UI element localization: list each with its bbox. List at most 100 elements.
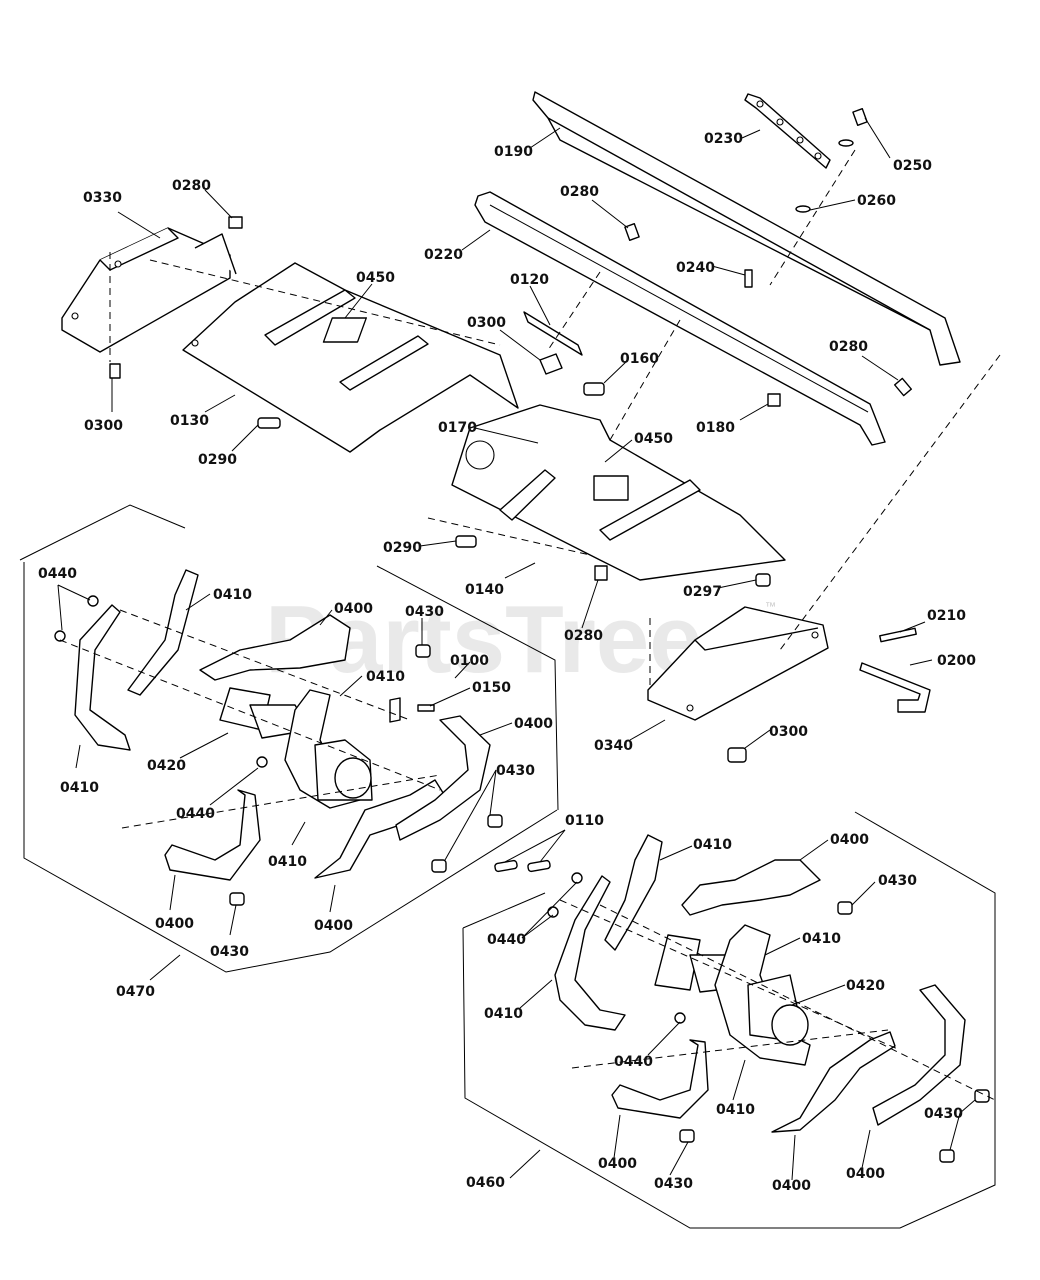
callout-0300: 0300 [84,418,123,434]
part-0210-pin [879,627,917,643]
part-0430-bolt-e [837,901,853,915]
part-0400-tine-e [681,859,821,916]
part-0120-spring-pin [523,311,583,356]
part-0340-right-side-plate [647,606,829,721]
callout-0430: 0430 [878,873,917,889]
part-0440-washer-f [674,1012,686,1024]
callout-0140: 0140 [465,582,504,598]
part-0430-bolt-g [939,1149,955,1163]
part-0140-deck-center [451,404,786,581]
callout-0190: 0190 [494,144,533,160]
callout-0400: 0400 [598,1156,637,1172]
part-0230-chain [744,93,831,169]
part-0410-tine-b [127,569,199,696]
part-0420-axle-b [771,1004,809,1046]
callout-0250: 0250 [893,158,932,174]
callout-0220: 0220 [424,247,463,263]
callout-0170: 0170 [438,420,477,436]
callout-0180: 0180 [696,420,735,436]
part-0330-left-side-plate [61,227,237,353]
boundary-0470 [23,562,558,973]
callout-0160: 0160 [620,351,659,367]
callout-0420: 0420 [147,758,186,774]
callout-0330: 0330 [83,190,122,206]
callout-0410: 0410 [213,587,252,603]
part-0430-bolt-c [431,859,447,873]
part-0190-rear-shield [532,91,961,366]
callout-0430: 0430 [924,1106,963,1122]
part-0400-tine-a [199,614,351,681]
callout-0297: 0297 [683,584,722,600]
callout-0430: 0430 [654,1176,693,1192]
part-0260-washer-b [795,205,811,213]
part-0280-nut-left [228,216,243,229]
callout-0410: 0410 [366,669,405,685]
callout-0280: 0280 [560,184,599,200]
callout-0450: 0450 [634,431,673,447]
callout-0150: 0150 [472,680,511,696]
part-0430-bolt-d [229,892,245,906]
part-0200-handle-rod [859,662,931,713]
watermark-trademark: ™ [765,601,776,613]
callout-0450: 0450 [356,270,395,286]
callout-0410: 0410 [716,1102,755,1118]
callout-0440: 0440 [614,1054,653,1070]
part-0430-bolt-b [487,814,503,828]
callout-0400: 0400 [830,832,869,848]
callout-0100: 0100 [450,653,489,669]
part-0100-pin [389,697,401,723]
callout-0410: 0410 [268,854,307,870]
callout-0440: 0440 [487,932,526,948]
callout-0280: 0280 [172,178,211,194]
callout-0400: 0400 [334,601,373,617]
part-0430-bolt-h [679,1129,695,1143]
part-0300-bolt-left [109,363,121,379]
callout-0200: 0200 [937,653,976,669]
callout-0410: 0410 [484,1006,523,1022]
callout-0240: 0240 [676,260,715,276]
part-0410-tine-a [74,604,131,751]
boundary-0460 [462,811,996,1229]
boundary-0470-right [376,565,559,811]
part-0280-nut-top [624,223,640,241]
part-0400-tine-c [395,715,491,841]
callout-0280: 0280 [829,339,868,355]
callout-0410: 0410 [693,837,732,853]
leader-lines [57,117,976,1181]
callout-0280: 0280 [564,628,603,644]
callout-0400: 0400 [846,1166,885,1182]
part-0220-mid-shield [474,191,886,446]
part-0430-bolt-f [974,1089,990,1103]
callout-0440: 0440 [176,806,215,822]
part-0440-washer-b [54,630,66,642]
part-0297-bolt [755,573,771,587]
part-0440-washer-a [87,595,99,607]
callout-0300: 0300 [467,315,506,331]
callout-0400: 0400 [514,716,553,732]
callout-0400: 0400 [314,918,353,934]
callout-0400: 0400 [772,1178,811,1194]
part-0430-bolt-a [415,644,431,658]
callout-0260: 0260 [857,193,896,209]
part-0290-bolt-left [257,417,281,429]
part-0400-tine-b [314,779,446,879]
part-0260-washer-a [838,139,854,147]
part-0160-bolt [583,382,605,396]
callout-0400: 0400 [155,916,194,932]
part-0440-washer-d [571,872,583,884]
callout-0420: 0420 [846,978,885,994]
callout-0340: 0340 [594,738,633,754]
part-0130-deck-left [182,262,519,453]
part-0290-bolt-center [455,535,477,548]
part-0400-tine-f [611,1039,709,1119]
part-0150-clip [417,704,435,712]
part-0400-tine-h [872,984,966,1126]
boundary-0470-top [19,504,186,561]
part-0280-nut-center [594,565,608,581]
part-0400-tine-g [771,1031,896,1133]
part-0180-nut [767,393,781,407]
part-0410-tine-d [554,875,626,1031]
callout-0410: 0410 [60,780,99,796]
callout-labels: 0330 0280 0300 0130 0450 0290 0190 0230 … [38,131,976,1194]
